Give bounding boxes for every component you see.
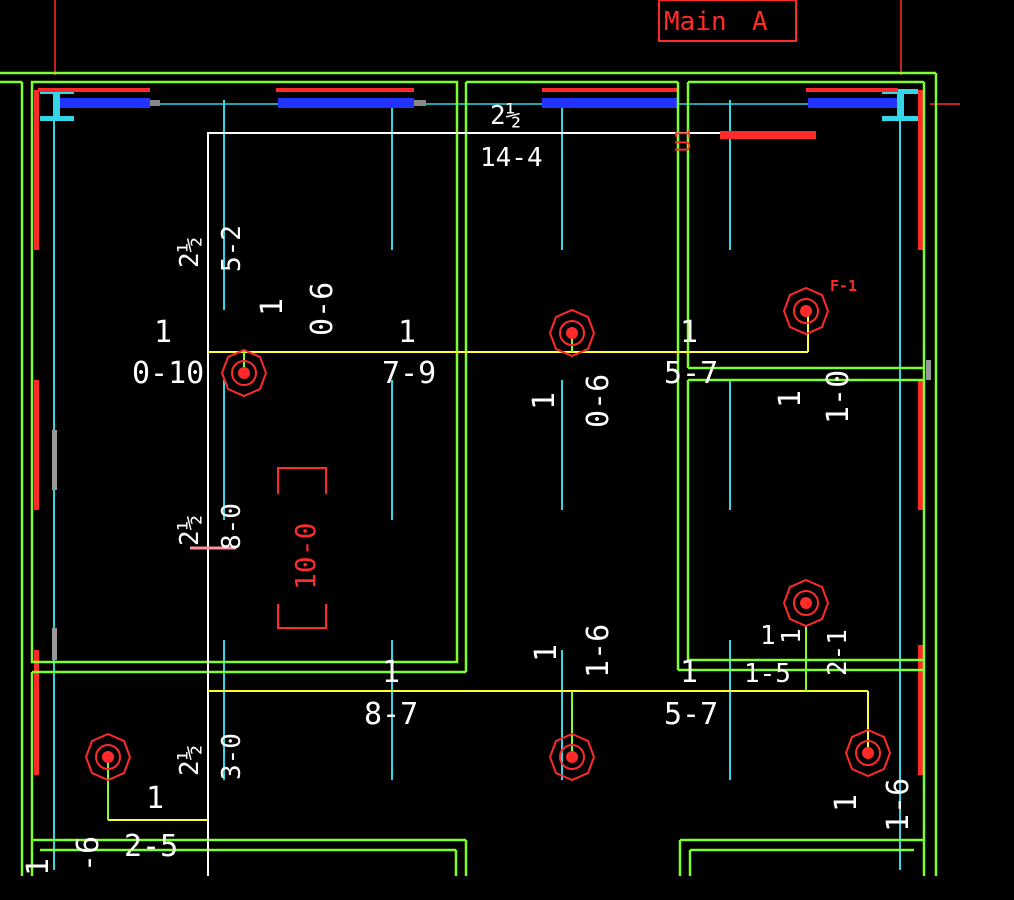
dim-length: 0-6 xyxy=(305,282,340,336)
marker xyxy=(918,90,923,250)
marker xyxy=(926,360,931,380)
dim-count: 1 xyxy=(146,781,164,816)
marker xyxy=(276,88,414,92)
pipe-size-label: 2½ xyxy=(175,515,205,546)
pipe-length-label: 5-2 xyxy=(217,225,247,272)
pipe-size-label: 2½ xyxy=(490,101,521,131)
main-label: Main xyxy=(664,7,727,37)
dim-length: 5-7 xyxy=(664,356,718,391)
dim-length: 2-1 xyxy=(823,629,853,676)
dim-length: 1-6 xyxy=(581,624,616,678)
beams xyxy=(58,98,898,108)
marker xyxy=(34,90,39,250)
main-pipe xyxy=(207,132,720,876)
beam xyxy=(542,98,678,108)
dim-length: 8-7 xyxy=(364,697,418,732)
dim-length: 0-10 xyxy=(132,356,204,391)
branch-pipes xyxy=(108,312,869,821)
marker xyxy=(34,380,39,510)
pipe-length-label: 3-0 xyxy=(217,733,247,780)
marker xyxy=(918,380,923,510)
marker xyxy=(52,628,57,660)
column-right xyxy=(882,89,918,121)
pipe-length-label: 14-4 xyxy=(480,143,543,173)
dim-count: 1 xyxy=(527,392,562,410)
pipe-length-label: 8-0 xyxy=(217,503,247,550)
dim-count: 1 xyxy=(255,298,290,316)
joists xyxy=(53,100,901,870)
marker xyxy=(34,650,39,775)
pipe-size-label: 2½ xyxy=(175,745,205,776)
marker xyxy=(806,88,898,92)
sprinkler-head xyxy=(782,578,830,628)
dim-count: 1 xyxy=(21,858,56,876)
dim-length: 7-9 xyxy=(382,356,436,391)
main-pipe-line xyxy=(207,132,720,876)
dim-length: 0-6 xyxy=(581,374,616,428)
dim-length: 2-5 xyxy=(124,829,178,864)
panel-tag: U1 xyxy=(671,128,695,152)
dim-length: 1-6 xyxy=(881,778,916,832)
sprinkler-head xyxy=(782,286,830,336)
pipe-labels: 2½ 14-4 2½ 5-2 2½ 8-0 2½ 3-0 xyxy=(175,101,543,780)
room-left xyxy=(30,80,459,664)
beam xyxy=(58,98,150,108)
marker xyxy=(52,430,57,490)
wall-markers xyxy=(34,88,931,775)
marker xyxy=(918,645,923,775)
sprinkler-head xyxy=(844,728,892,778)
dim-length: 5-7 xyxy=(664,697,718,732)
beam-end xyxy=(414,100,426,106)
red-annotations: F-1 U1 10-0 xyxy=(277,128,857,629)
bottom-bar xyxy=(0,876,1014,900)
room-dimension: 10-0 xyxy=(289,523,322,590)
dim-count: 1 xyxy=(773,390,808,408)
marker xyxy=(38,88,150,92)
sprinkler-head xyxy=(548,732,596,782)
beam xyxy=(808,98,898,108)
sprinkler-heads xyxy=(84,286,892,782)
dim-length: -6 xyxy=(71,836,106,872)
dim-length: 1-0 xyxy=(821,370,856,424)
dim-count: 1 xyxy=(680,315,698,350)
fixture-tag: F-1 xyxy=(830,277,857,295)
dim-count: 1 xyxy=(154,315,172,350)
title-box xyxy=(658,0,797,42)
beam xyxy=(278,98,414,108)
dim-count: 1 xyxy=(529,644,564,662)
dim-count: 1 xyxy=(680,655,698,690)
marker xyxy=(542,88,678,92)
dimension-labels: 1 0-10 1 0-6 1 7-9 1 0-6 1 5-7 1 1-0 1 8… xyxy=(21,282,916,876)
dim-count: 1 xyxy=(829,794,864,812)
sprinkler-head xyxy=(220,348,268,398)
riser-pipe xyxy=(720,131,816,139)
main-letter: A xyxy=(752,7,768,37)
sprinkler-head xyxy=(548,308,596,358)
sprinkler-head xyxy=(84,732,132,782)
dim-count: 1 xyxy=(382,655,400,690)
dim-count: 1 xyxy=(760,621,776,651)
beam-end xyxy=(150,100,160,106)
dim-length: 1-5 xyxy=(744,659,791,689)
title-block: Main A xyxy=(54,0,960,105)
dim-count: 1 xyxy=(398,315,416,350)
dim-count: 1 xyxy=(777,628,807,644)
pipe-size-label: 2½ xyxy=(175,237,205,268)
